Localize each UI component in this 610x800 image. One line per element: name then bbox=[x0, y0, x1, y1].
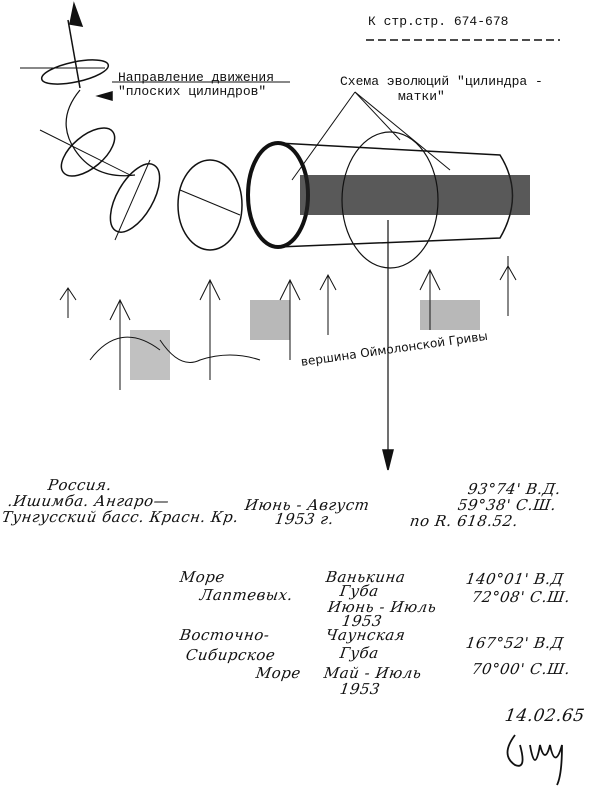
forest-drawing bbox=[59, 256, 517, 390]
flat-cylinder-4 bbox=[177, 159, 243, 251]
signature bbox=[506, 734, 563, 786]
record-3-location-1: Восточно- bbox=[178, 626, 271, 644]
record-3-coord-1: 167°52' В.Д bbox=[464, 634, 565, 652]
label-direction-line2: "плоских цилиндров" bbox=[118, 84, 267, 99]
mother-cylinder-front bbox=[246, 141, 310, 249]
page-reference: К стр.стр. 674-678 bbox=[368, 14, 509, 29]
record-2-coord-2: 72°08' С.Ш. bbox=[470, 588, 572, 606]
record-3-coord-2: 70°00' С.Ш. bbox=[470, 660, 572, 678]
arrow-head-icon bbox=[69, 1, 84, 27]
flat-cylinder-1 bbox=[40, 59, 110, 85]
record-3-date-2: 1953 bbox=[338, 680, 382, 698]
label-scheme-line1: Схема эволюций "цилиндра - bbox=[340, 74, 543, 89]
record-3-place-1: Чаунская bbox=[324, 626, 407, 644]
arrow-down-icon bbox=[382, 449, 394, 471]
flat-cylinder-3 bbox=[109, 163, 161, 233]
record-2-location-1: Море bbox=[178, 568, 227, 586]
flat-cylinder-2 bbox=[60, 127, 116, 177]
record-1-coord-3: по R. 618.52. bbox=[408, 512, 520, 530]
axis-line bbox=[67, 19, 81, 89]
record-2-coord-1: 140°01' В.Д bbox=[464, 570, 565, 588]
record-1-date-2: 1953 г. bbox=[273, 510, 336, 528]
record-3-location-2: Сибирское bbox=[184, 646, 277, 664]
label-scheme-line2: матки" bbox=[398, 89, 445, 104]
record-3-location-3: Море bbox=[254, 664, 303, 682]
document-date: 14.02.65 bbox=[503, 706, 587, 726]
label-direction-line1: Направление движения bbox=[118, 70, 275, 85]
record-3-place-2: Губа bbox=[338, 644, 380, 662]
record-2-location-2: Лаптевых. bbox=[198, 586, 295, 604]
record-1-location-3: Тунгусский басс. Красн. Кр. bbox=[0, 508, 240, 526]
